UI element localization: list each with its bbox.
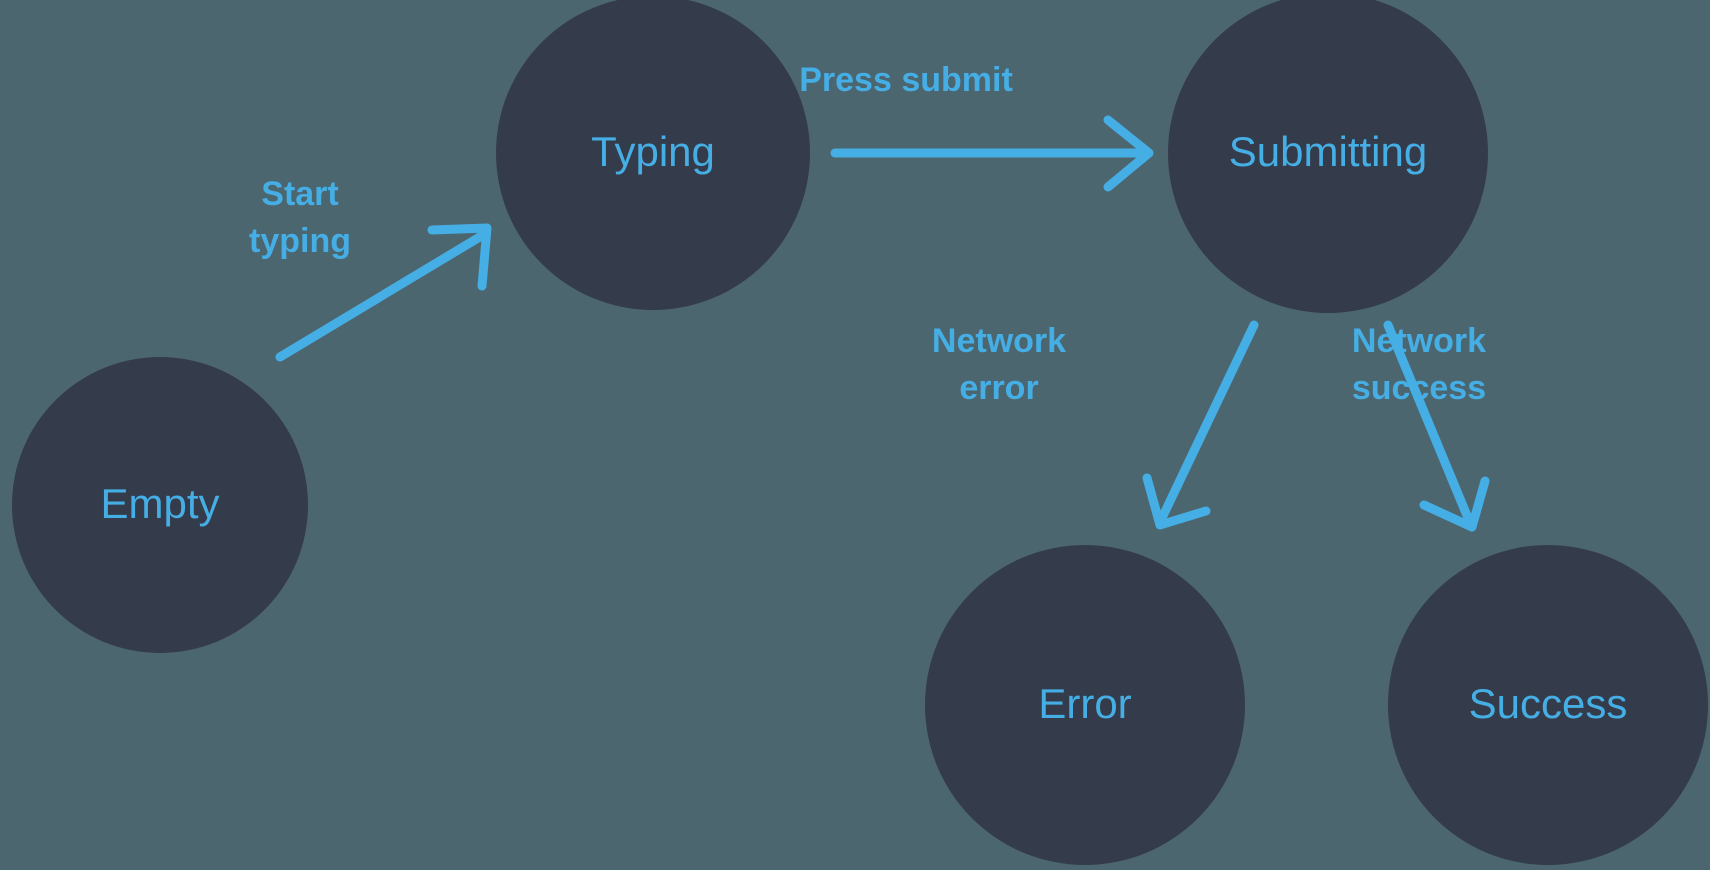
- node-success[interactable]: Success: [1388, 545, 1708, 865]
- edge-label-network-error: Network error: [932, 322, 1066, 407]
- edge-line-start-typing: [275, 230, 488, 362]
- node-submitting-label: Submitting: [1229, 128, 1427, 175]
- edge-submitting-to-error[interactable]: [1142, 320, 1259, 530]
- edge-label-start-typing-line-1: Start: [261, 175, 338, 213]
- edge-label-press-submit: Press submit: [799, 61, 1013, 99]
- edge-label-network-error-line-1: Network: [932, 322, 1066, 360]
- edge-label-network-success-line-1: Network: [1352, 322, 1486, 360]
- node-error-label: Error: [1038, 680, 1131, 727]
- arrowhead-network-error: [1142, 473, 1211, 530]
- edge-label-network-error-line-2: error: [959, 369, 1038, 407]
- edge-line-network-success: [1383, 320, 1473, 523]
- node-empty[interactable]: Empty: [12, 357, 308, 653]
- edge-label-network-success: Network success: [1352, 322, 1486, 407]
- node-error[interactable]: Error: [925, 545, 1245, 865]
- node-submitting-circle: [1168, 0, 1488, 313]
- edge-label-start-typing: Start typing: [249, 175, 351, 260]
- arrowhead-network-success: [1419, 476, 1490, 532]
- arrowhead-press-submit: [1103, 115, 1154, 192]
- node-empty-circle: [12, 357, 308, 653]
- node-submitting[interactable]: Submitting: [1168, 0, 1488, 313]
- node-typing-circle: [496, 0, 810, 310]
- edge-line-network-error: [1157, 320, 1259, 523]
- node-typing[interactable]: Typing: [496, 0, 810, 310]
- edge-typing-to-submitting[interactable]: [830, 115, 1154, 192]
- edge-submitting-to-success[interactable]: [1383, 320, 1490, 532]
- edge-label-network-success-line-2: success: [1352, 369, 1486, 407]
- edge-empty-to-typing[interactable]: [275, 223, 492, 362]
- node-typing-label: Typing: [591, 128, 715, 175]
- node-error-circle: [925, 545, 1245, 865]
- node-success-circle: [1388, 545, 1708, 865]
- edge-label-start-typing-line-2: typing: [249, 222, 351, 260]
- arrowhead-start-typing: [427, 223, 492, 291]
- node-success-label: Success: [1469, 680, 1628, 727]
- node-empty-label: Empty: [100, 480, 219, 527]
- edge-label-press-submit-line-1: Press submit: [799, 61, 1013, 99]
